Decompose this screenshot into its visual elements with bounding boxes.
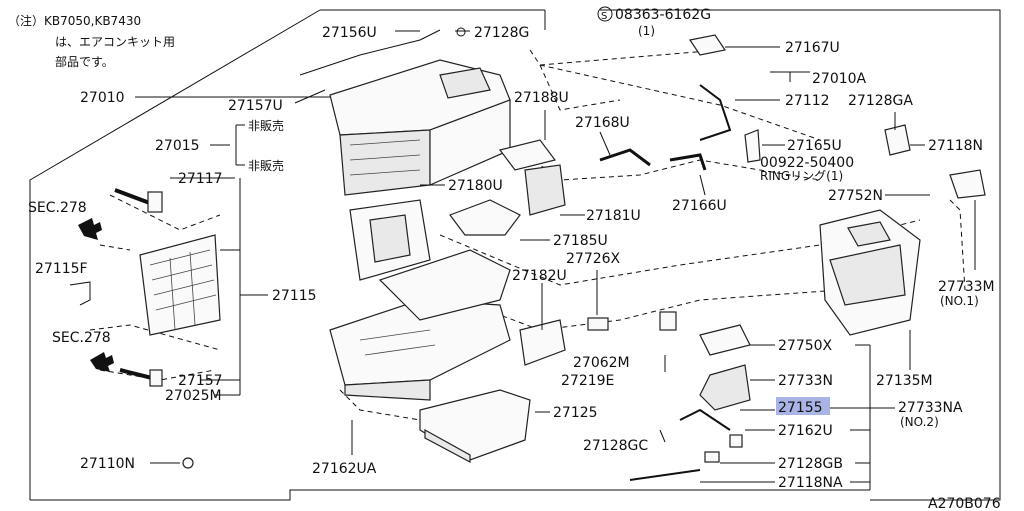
label-27157U[interactable]: 27157U [228,98,283,114]
label-27118N[interactable]: 27118N [928,138,983,154]
label-27166U[interactable]: 27166U [672,198,727,214]
label-27125[interactable]: 27125 [553,405,598,421]
label-27112[interactable]: 27112 [785,93,830,109]
label-27025M[interactable]: 27025M [165,388,222,404]
highlight-27155 [776,397,830,415]
pipe-upper-illustration [114,188,163,213]
callout-labels: 27156U 27128G 08363-6162G (1) 27167U 270… [28,7,995,491]
label-27115[interactable]: 27115 [272,288,317,304]
label-27180U[interactable]: 27180U [448,178,503,194]
label-27157[interactable]: 27157 [178,373,223,389]
upper-case-illustration [299,29,511,196]
label-hihanbai-2: 非販売 [248,158,284,173]
clip-icon [456,27,466,37]
note-line-3: 部品です。 [55,54,114,69]
label-27181U[interactable]: 27181U [586,208,641,224]
leader-lines [135,30,976,490]
label-27733M-no: (NO.1) [940,294,979,308]
label-27128GA[interactable]: 27128GA [848,93,913,109]
label-27188U[interactable]: 27188U [514,90,569,106]
label-27168U[interactable]: 27168U [575,115,630,131]
label-27182U[interactable]: 27182U [512,268,567,284]
label-27135M[interactable]: 27135M [876,373,933,389]
label-27010[interactable]: 27010 [80,90,125,106]
bottom-tray-illustration [419,389,531,463]
actuator-parts-illustration [599,34,911,481]
label-27155[interactable]: 27155 [778,400,823,416]
grommet-icon [182,457,194,469]
pipe-lower-illustration [119,368,163,387]
note-line-2: は、エアコンキット用 [55,35,175,49]
label-27162UA[interactable]: 27162UA [312,461,377,477]
label-27115F[interactable]: 27115F [35,261,88,277]
label-ring: RINGリング(1) [760,169,843,183]
label-27726X[interactable]: 27726X [566,251,621,267]
s-bolt-mark: S [601,11,607,22]
label-27733M[interactable]: 27733M [938,279,995,295]
label-27185U[interactable]: 27185U [553,233,608,249]
label-27165U[interactable]: 27165U [787,138,842,154]
label-hihanbai-1: 非販売 [248,118,284,133]
label-27110N[interactable]: 27110N [80,456,135,472]
note-line-1: （注）KB7050,KB7430 [8,13,141,28]
label-08363-qty: (1) [638,24,655,38]
diagram-code: A270B076 [928,496,1001,511]
label-27117[interactable]: 27117 [178,171,223,187]
label-27750X[interactable]: 27750X [778,338,833,354]
label-27162U[interactable]: 27162U [778,423,833,439]
s-bolt-icon [597,6,613,22]
label-27219E[interactable]: 27219E [561,373,614,389]
center-parts-illustration [449,139,609,366]
label-27733NA-no: (NO.2) [900,415,939,429]
note-block: （注）KB7050,KB7430 は、エアコンキット用 部品です。 [8,13,175,69]
label-27015[interactable]: 27015 [155,138,200,154]
heater-core-illustration [139,234,221,336]
sec-arrows [78,218,114,372]
label-27733N[interactable]: 27733N [778,373,833,389]
label-27010A[interactable]: 27010A [812,71,867,87]
label-27156U[interactable]: 27156U [322,25,377,41]
label-08363[interactable]: 08363-6162G [615,7,711,23]
blower-unit-illustration [819,169,986,336]
label-27128GB[interactable]: 27128GB [778,456,843,472]
label-00922[interactable]: 00922-50400 [760,155,854,171]
lower-case-illustration [329,199,511,401]
label-27118NA[interactable]: 27118NA [778,475,843,491]
bracket-illustration [69,281,91,306]
label-27128GC[interactable]: 27128GC [583,438,648,454]
label-sec278-b[interactable]: SEC.278 [52,330,111,346]
label-27167U[interactable]: 27167U [785,40,840,56]
label-27733NA[interactable]: 27733NA [898,400,963,416]
label-27752N[interactable]: 27752N [828,188,883,204]
label-27128G[interactable]: 27128G [474,25,529,41]
label-27062M[interactable]: 27062M [573,355,630,371]
label-sec278-a[interactable]: SEC.278 [28,200,87,216]
